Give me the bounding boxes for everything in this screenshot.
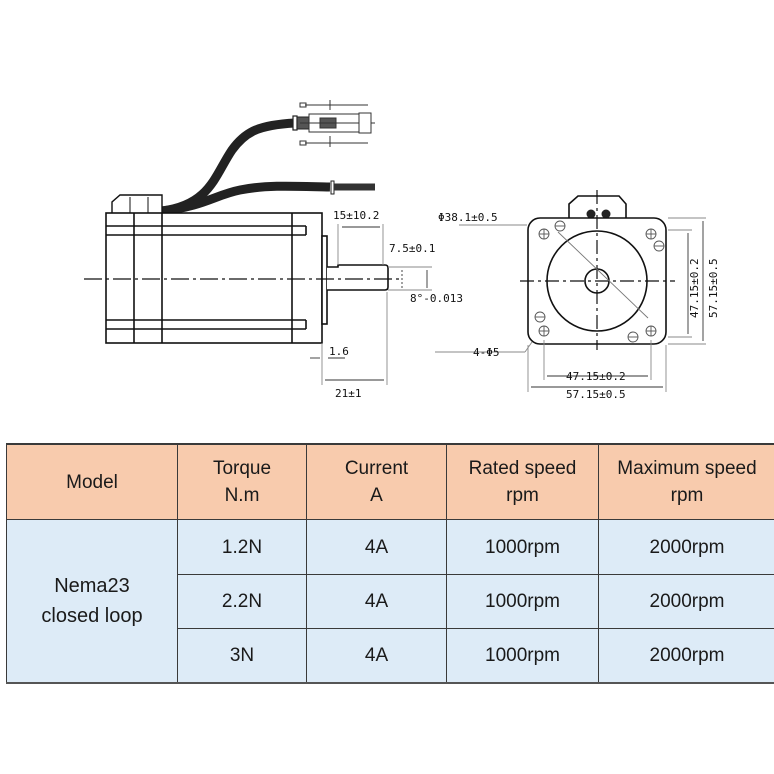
dim-body-width: 57.15±0.5 — [566, 388, 626, 401]
dim-key-flat: 7.5±0.1 — [389, 242, 435, 255]
cable-gland — [111, 194, 163, 213]
table-row: 2.2N 4A 1000rpm 2000rpm — [7, 574, 774, 629]
dim-flange-thickness: 1.6 — [329, 345, 349, 358]
dim-body-height: 57.15±0.5 — [707, 258, 720, 318]
dim-hole-spacing-horizontal: 47.15±0.2 — [566, 370, 626, 383]
side-view — [84, 100, 400, 344]
cell-current: 4A — [306, 574, 447, 629]
cell-rated-speed: 1000rpm — [446, 574, 599, 629]
power-cable-ring — [330, 180, 335, 195]
encoder-cable — [161, 118, 296, 216]
motor-dimension-drawing: 15±10.2 7.5±0.1 8°-0.013 1.6 21±1 — [84, 100, 720, 401]
header-model: Model — [6, 443, 178, 520]
dim-shaft-diameter: 8°-0.013 — [410, 292, 463, 305]
cell-rated-speed: 1000rpm — [446, 519, 599, 575]
power-cable — [161, 181, 331, 216]
dim-shaft-length: 15±10.2 — [333, 209, 379, 222]
cell-torque: 2.2N — [177, 574, 307, 629]
shaft — [327, 264, 389, 291]
dim-shaft-extension: 21±1 — [335, 387, 362, 400]
dim-mounting-holes: 4-Φ5 — [473, 346, 500, 359]
cell-torque: 3N — [177, 628, 307, 684]
connector-icon — [299, 100, 375, 147]
cable-ring — [292, 115, 298, 131]
dim-hole-spacing-vertical: 47.15±0.2 — [688, 258, 701, 318]
side-view-dimensions — [310, 224, 432, 385]
cell-current: 4A — [306, 628, 447, 684]
front-view — [520, 190, 675, 350]
cell-max-speed: 2000rpm — [598, 519, 774, 575]
mounting-holes — [534, 220, 665, 343]
table-row: 3N 4A 1000rpm 2000rpm — [7, 628, 774, 684]
dim-pilot-diameter: Φ38.1±0.5 — [438, 211, 498, 224]
cell-max-speed: 2000rpm — [598, 574, 774, 629]
cell-max-speed: 2000rpm — [598, 628, 774, 684]
cell-current: 4A — [306, 519, 447, 575]
flange — [321, 235, 328, 325]
cell-rated-speed: 1000rpm — [446, 628, 599, 684]
connector-housing — [568, 195, 627, 218]
motor-body — [105, 212, 323, 344]
front-view-dimensions — [435, 217, 706, 392]
cell-torque: 1.2N — [177, 519, 307, 575]
